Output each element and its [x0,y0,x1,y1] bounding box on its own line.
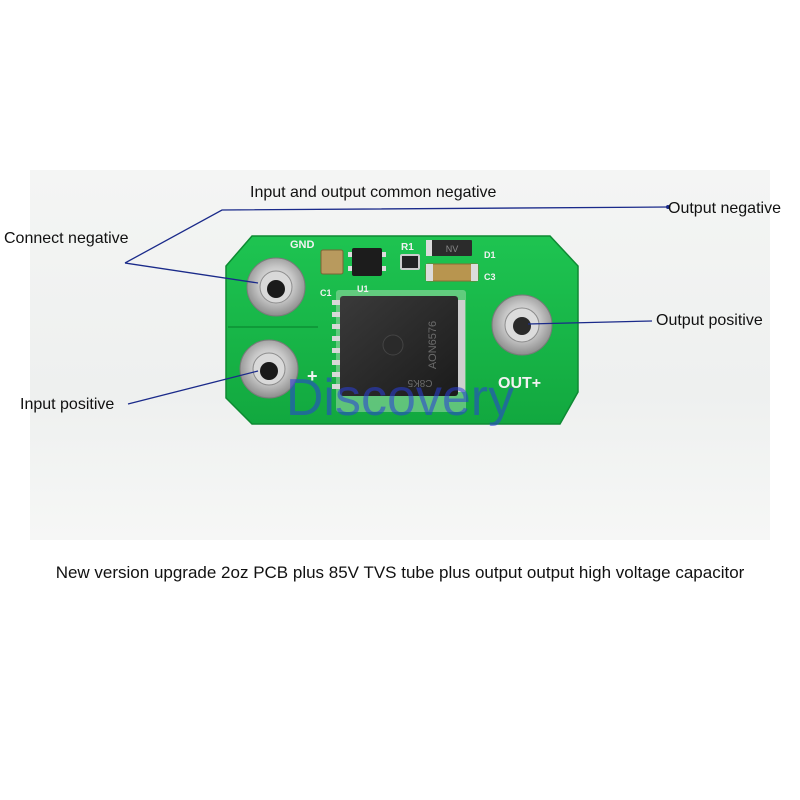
label-common-negative: Input and output common negative [250,184,497,201]
tvs-diode-d1 [426,240,472,256]
silk-d1: D1 [484,250,496,260]
label-output-positive: Output positive [656,312,763,329]
leader-common-negative [124,206,669,264]
tvs-marking: NV [446,244,459,254]
label-output-negative: Output negative [668,200,781,217]
chip-pins [332,300,465,392]
silk-out-plus: OUT+ [498,375,541,392]
leader-input-positive [127,370,259,405]
caption: New version upgrade 2oz PCB plus 85V TVS… [55,563,745,582]
leader-dot [666,205,670,209]
silk-r1: R1 [401,242,414,253]
silk-c3: C3 [484,272,496,282]
watermark: Discovery [286,369,514,427]
silk-c1: C1 [320,288,332,298]
label-input-positive: Input positive [20,396,115,413]
chip-dot [382,334,404,356]
capacitor-c3 [425,263,479,282]
regulator-u1 [352,248,382,276]
leader-output-positive [527,320,653,325]
leader-lines [124,206,669,405]
terminal-gnd [246,257,306,317]
capacitor-c1 [320,249,344,275]
label-connect-negative: Connect negative [4,230,129,247]
terminal-output-positive [491,294,553,356]
chip-lot-code: C8K5 [407,377,432,388]
chip-marking: AON6576 [427,321,439,369]
silk-in-plus: + [307,366,318,386]
silk-gnd: GND [290,239,315,251]
terminal-input-positive [239,339,299,399]
silk-u1: U1 [357,284,369,294]
resistor-r1 [400,254,420,270]
leader-connect-negative [124,262,259,284]
